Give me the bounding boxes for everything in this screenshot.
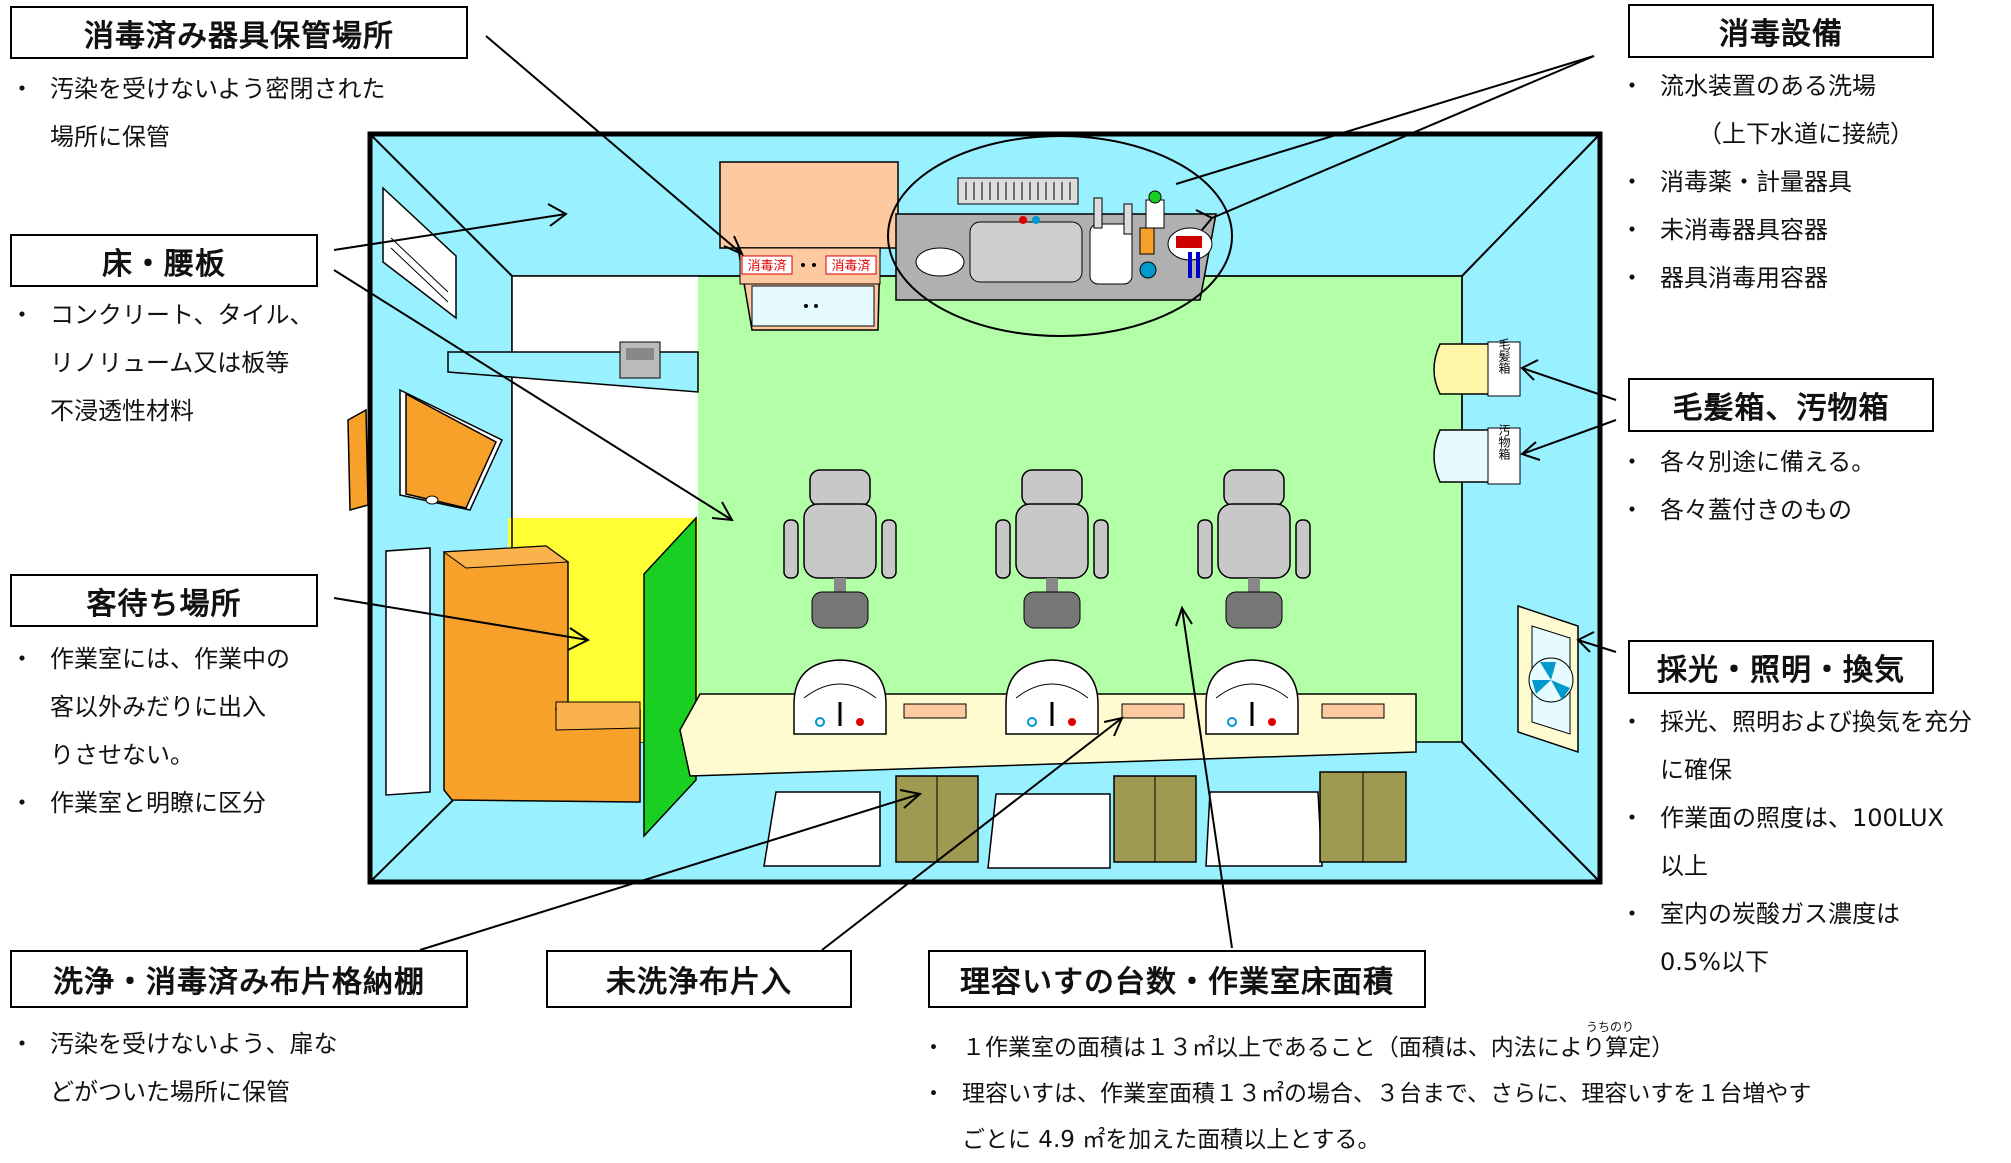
notes-floor: コンクリート、タイル、 リノリューム又は板等 不浸透性材料 bbox=[10, 291, 314, 435]
note-item: 作業室には、作業中の bbox=[10, 635, 290, 683]
notes-disinfection-equipment: 流水装置のある洗場 （上下水道に接続） 消毒薬・計量器具 未消毒器具容器 器具消… bbox=[1620, 62, 1914, 302]
note-item: どがついた場所に保管 bbox=[50, 1078, 290, 1106]
note-item: 汚染を受けないよう、扉な bbox=[10, 1020, 338, 1068]
notes-waiting-area: 作業室には、作業中の 客以外みだりに出入 りさせない。 作業室と明瞭に区分 bbox=[10, 635, 290, 827]
note-item: ごとに 4.9 ㎡を加えた面積以上とする。 bbox=[962, 1127, 1381, 1153]
waste-box: 汚物箱 bbox=[1433, 424, 1521, 485]
cabinet-tag-right: 消毒済 bbox=[831, 258, 870, 274]
note-item: 以上 bbox=[1660, 852, 1708, 880]
notes-cloth-shelf: 汚染を受けないよう、扉な どがついた場所に保管 bbox=[10, 1020, 338, 1116]
barber-chair-3 bbox=[1197, 469, 1311, 629]
ventilation-fan bbox=[1517, 604, 1579, 754]
note-item: 未消毒器具容器 bbox=[1620, 206, 1914, 254]
upper-shelf bbox=[447, 341, 699, 393]
label-waiting-area: 客待ち場所 bbox=[10, 574, 318, 627]
note-item: に確保 bbox=[1660, 756, 1732, 784]
label-unwashed-cloth: 未洗浄布片入 bbox=[546, 950, 852, 1008]
note-item: 場所に保管 bbox=[50, 123, 170, 151]
note-item: 作業室と明瞭に区分 bbox=[10, 779, 290, 827]
note-item: 0.5%以下 bbox=[1660, 948, 1769, 976]
note-item: １作業室の面積は１３㎡以上であること（面積は、内法により算定） bbox=[922, 1025, 1811, 1071]
note-item: 流水装置のある洗場 bbox=[1620, 62, 1914, 110]
note-item: 消毒薬・計量器具 bbox=[1620, 158, 1914, 206]
note-item: りさせない。 bbox=[50, 741, 194, 769]
label-chairs-floor-area: 理容いすの台数・作業室床面積 bbox=[928, 950, 1426, 1008]
note-item: 各々蓋付きのもの bbox=[1620, 486, 1875, 534]
notes-sterile-storage: 汚染を受けないよう密閉された 場所に保管 bbox=[10, 65, 386, 161]
disinfection-highlight-oval bbox=[887, 135, 1233, 337]
sterilizer-2 bbox=[1005, 659, 1099, 735]
notes-hair-waste-box: 各々別途に備える。 各々蓋付きのもの bbox=[1620, 438, 1875, 534]
sterilizer-1 bbox=[793, 659, 887, 735]
note-item: 採光、照明および換気を充分 bbox=[1620, 698, 1972, 746]
note-item: 理容いすは、作業室面積１３㎡の場合、３台まで、さらに、理容いすを１台増やす bbox=[922, 1071, 1811, 1117]
label-light-ventilation: 採光・照明・換気 bbox=[1628, 640, 1934, 694]
green-partition bbox=[643, 516, 697, 838]
label-sterile-storage: 消毒済み器具保管場所 bbox=[10, 6, 468, 59]
waste-box-tag: 汚物箱 bbox=[1497, 424, 1511, 460]
note-item: 器具消毒用容器 bbox=[1620, 254, 1914, 302]
label-floor: 床・腰板 bbox=[10, 234, 318, 287]
cabinet-tag-left: 消毒済 bbox=[747, 258, 786, 274]
disinfection-sink-counter bbox=[895, 177, 1217, 301]
note-item: （上下水道に接続） bbox=[1698, 120, 1914, 148]
cloth-rack-towels bbox=[763, 791, 1323, 869]
notes-light-ventilation: 採光、照明および換気を充分 に確保 作業面の照度は、100LUX 以上 室内の炭… bbox=[1620, 698, 1972, 986]
barber-chair-2 bbox=[995, 469, 1109, 629]
label-hair-waste-box: 毛髪箱、汚物箱 bbox=[1628, 378, 1934, 432]
hair-box-tag: 毛髪箱 bbox=[1497, 338, 1511, 374]
note-item: 作業面の照度は、100LUX bbox=[1620, 794, 1972, 842]
left-side-window bbox=[385, 547, 431, 796]
unwashed-cloth-boxes bbox=[895, 771, 1407, 863]
sterilizer-3 bbox=[1205, 659, 1299, 735]
counter-trays bbox=[903, 703, 1385, 719]
hair-box: 毛髪箱 bbox=[1433, 338, 1521, 397]
left-window bbox=[382, 186, 457, 320]
sterile-storage-cabinet: 消毒済 消毒済 bbox=[719, 161, 899, 331]
label-disinfection-equipment: 消毒設備 bbox=[1628, 4, 1934, 58]
note-item: コンクリート、タイル、 bbox=[10, 291, 314, 339]
entrance-door bbox=[347, 388, 503, 511]
label-cloth-shelf: 洗浄・消毒済み布片格納棚 bbox=[10, 950, 468, 1008]
waiting-sofa bbox=[442, 545, 641, 803]
note-item: 汚染を受けないよう密閉された bbox=[10, 65, 386, 113]
barber-chair-1 bbox=[783, 469, 897, 629]
note-item: リノリューム又は板等 bbox=[50, 349, 290, 377]
callout-arrows bbox=[333, 35, 1617, 951]
notes-chairs-floor-area: １作業室の面積は１３㎡以上であること（面積は、内法により算定） 理容いすは、作業… bbox=[922, 1025, 1811, 1163]
note-item: 不浸透性材料 bbox=[50, 397, 194, 425]
note-item: 客以外みだりに出入 bbox=[50, 693, 266, 721]
note-item: 室内の炭酸ガス濃度は bbox=[1620, 890, 1972, 938]
note-item: 各々別途に備える。 bbox=[1620, 438, 1875, 486]
